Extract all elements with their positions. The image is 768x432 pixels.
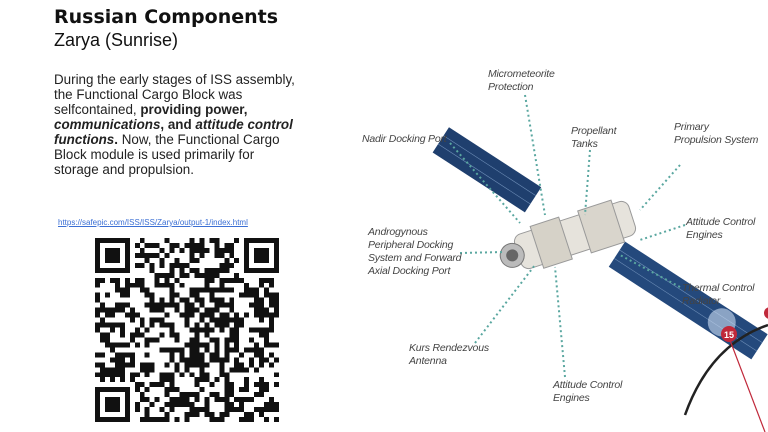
label-nadir: Nadir Docking Port (362, 133, 447, 145)
body-bold-italic: attitude control functions (54, 117, 293, 147)
marker-15 (721, 326, 737, 342)
zarya-illustration: 15 (432, 94, 768, 432)
body-text-part: During the early stages of ISS assembly,… (54, 72, 295, 117)
body-bold: , and (160, 117, 196, 132)
zarya-link[interactable]: https://safepic.com/ISS/ISS/Zarya/output… (58, 218, 248, 227)
body-text-part: Now, the Functional Cargo Block module i… (54, 132, 280, 177)
body-bold: . (114, 132, 118, 147)
slide-title: Russian Components (54, 6, 279, 28)
body-text: During the early stages of ISS assembly,… (54, 72, 299, 177)
qr-code-icon[interactable] (95, 238, 279, 422)
marker-label: 15 (724, 330, 734, 340)
orbit-arc (683, 323, 768, 416)
body-bold: providing power, (140, 102, 248, 117)
solar-panel-left (432, 127, 542, 213)
module-body (499, 199, 637, 270)
leader-lines (449, 94, 686, 378)
body-bold-italic: communications (54, 117, 161, 132)
slide-subtitle: Zarya (Sunrise) (54, 30, 179, 50)
